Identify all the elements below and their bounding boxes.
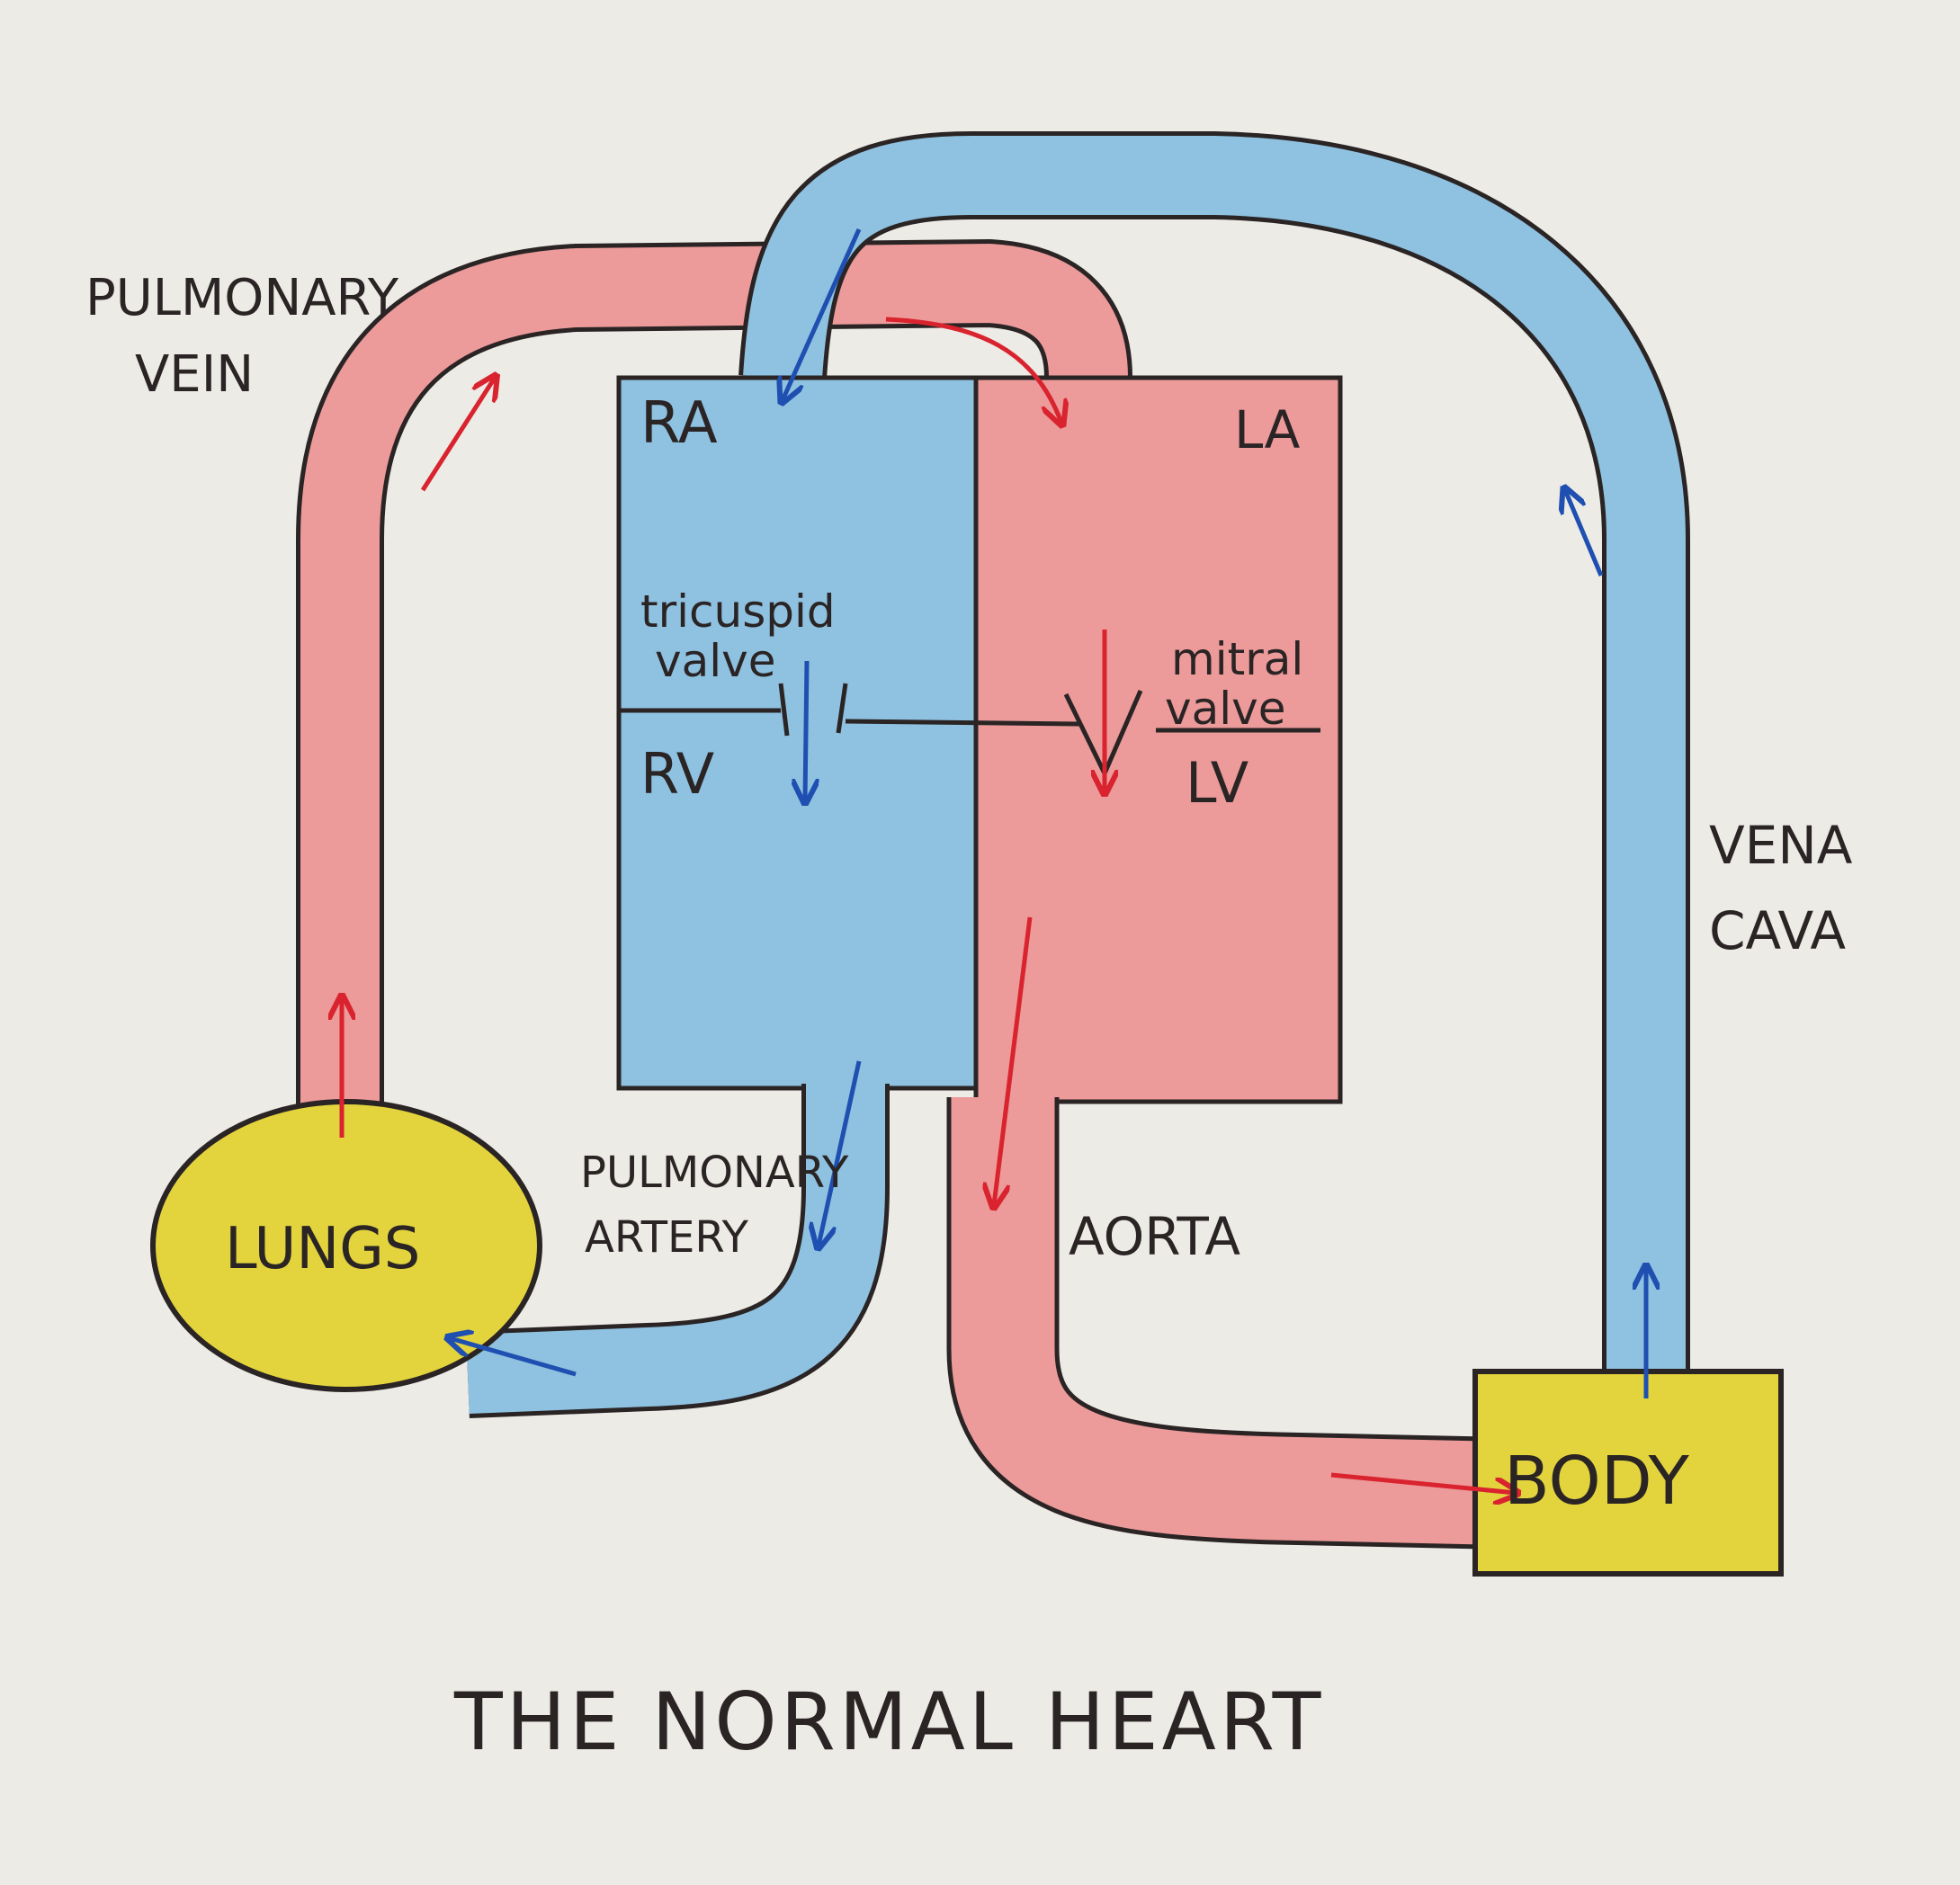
label-rv: RV — [640, 741, 714, 807]
label-pulmonary-artery: ARTERY — [585, 1212, 749, 1263]
pulmonary-artery-vessel — [466, 1084, 890, 1418]
label-pulmonary-vein: VEIN — [135, 345, 254, 404]
label-la: LA — [1234, 399, 1301, 460]
pulmonary-vein-vessel — [296, 239, 1132, 1115]
label-pulmonary-artery: PULMONARY — [580, 1148, 849, 1198]
label-lungs: LUNGS — [225, 1216, 420, 1282]
red-flow-arrows — [342, 317, 1516, 1493]
aorta-vessel — [946, 1097, 1486, 1550]
label-vena-cava: CAVA — [1709, 900, 1846, 961]
right-heart-chambers — [616, 375, 979, 1091]
blue-flow-arrows — [450, 228, 1646, 1398]
label-ra: RA — [640, 390, 718, 457]
label-aorta: AORTA — [1069, 1206, 1240, 1267]
label-body: BODY — [1504, 1443, 1690, 1520]
lungs-organ — [150, 1099, 542, 1392]
label-vena-cava: VENA — [1709, 815, 1853, 876]
body-organ — [1472, 1369, 1784, 1577]
label-mitral-valve: mitral — [1171, 633, 1303, 685]
label-pulmonary-vein: PULMONARY — [85, 269, 399, 327]
label-tricuspid-valve: tricuspid — [640, 585, 836, 638]
diagram-title: THE NORMAL HEART — [453, 1675, 1324, 1768]
label-lv: LV — [1186, 750, 1248, 816]
label-mitral-valve: valve — [1165, 683, 1285, 735]
left-heart-chambers — [973, 375, 1343, 1104]
vena-cava-vessel — [738, 131, 1690, 1376]
label-tricuspid-valve: valve — [655, 635, 775, 687]
tricuspid-valve — [619, 683, 1080, 737]
